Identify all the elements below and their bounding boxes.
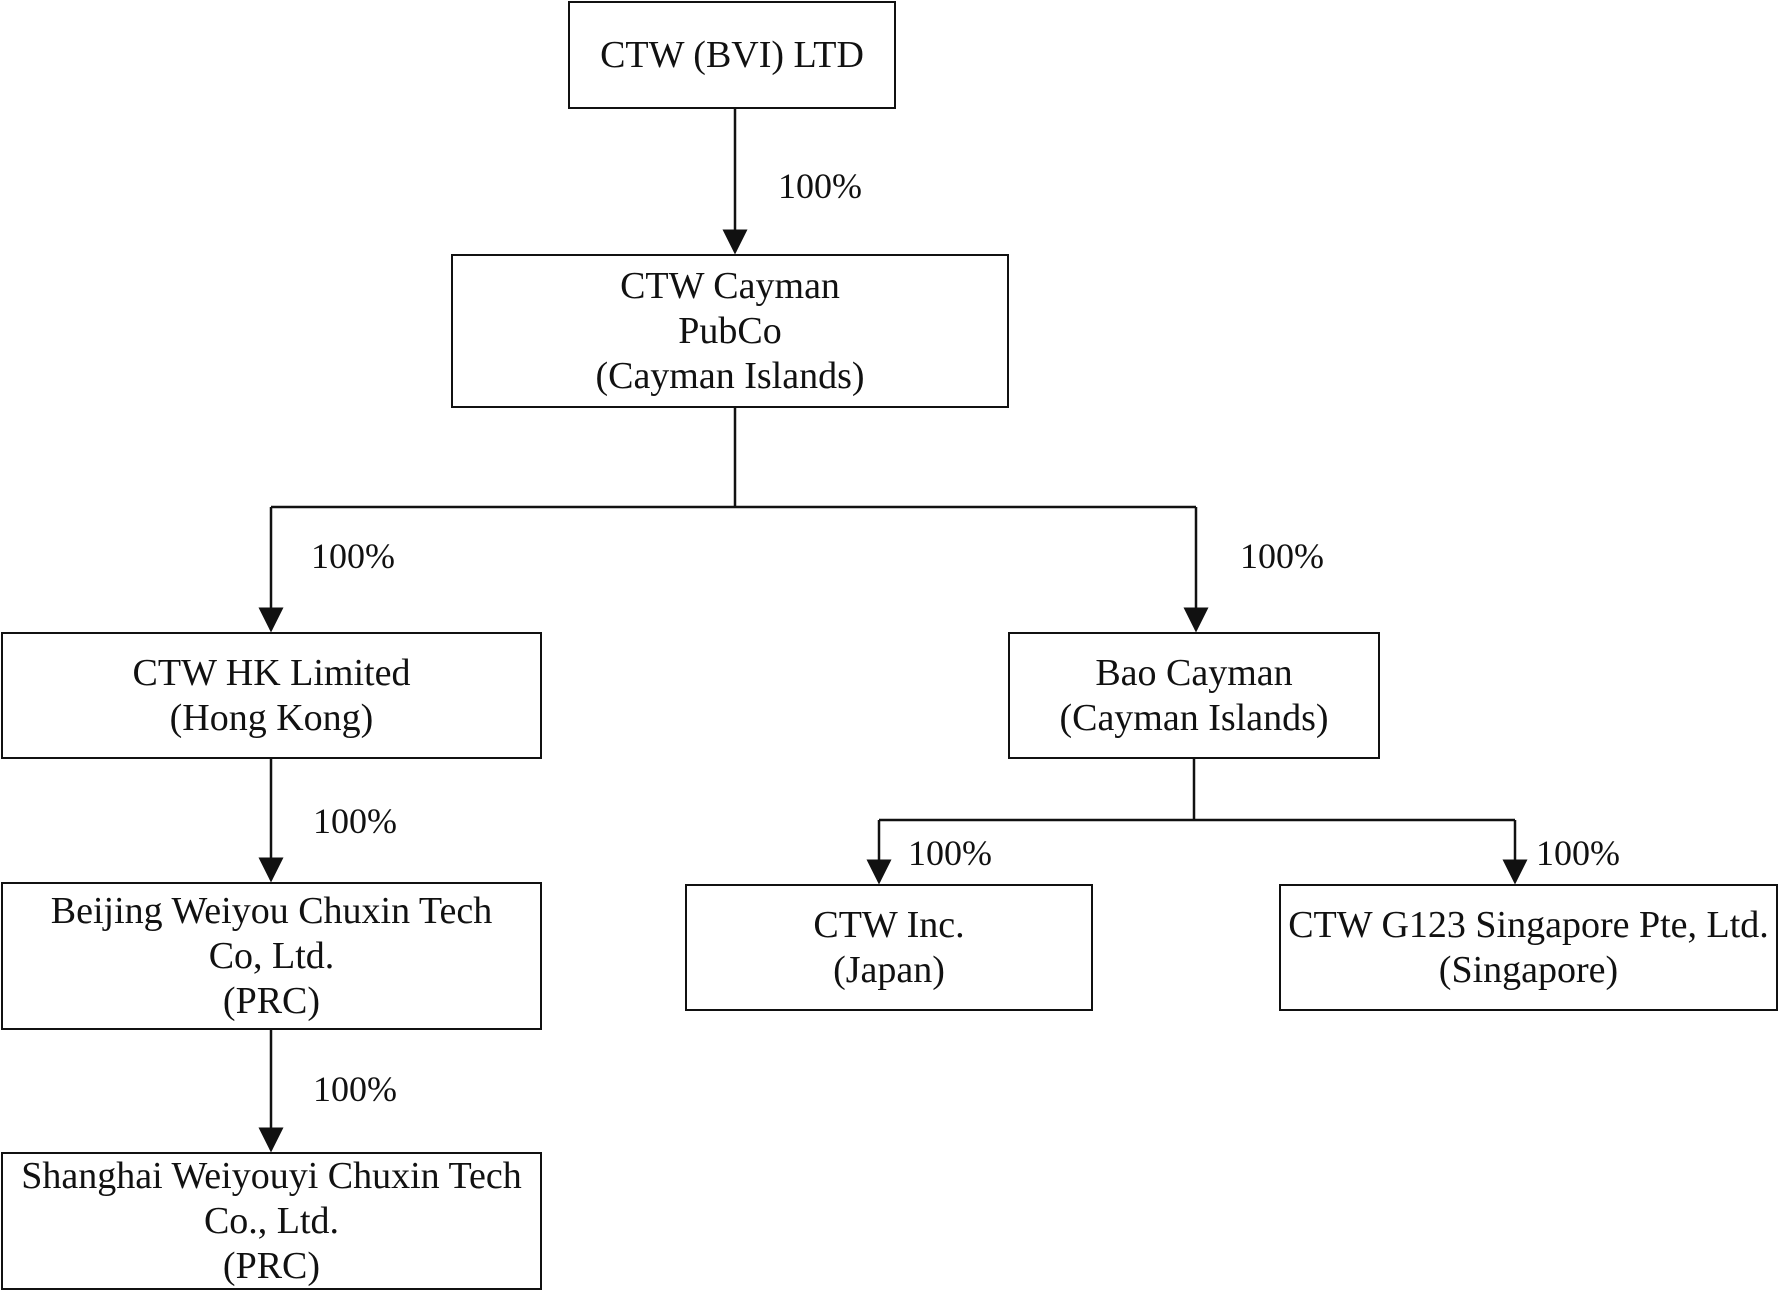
entity-name: CTW (BVI) LTD bbox=[600, 33, 864, 76]
entity-jurisdiction: (Cayman Islands) bbox=[1059, 696, 1329, 739]
entity-ctw-g123-singapore: CTW G123 Singapore Pte, Ltd. (Singapore) bbox=[1279, 884, 1778, 1011]
entity-name: Beijing Weiyou Chuxin Tech bbox=[50, 889, 493, 932]
entity-name: Bao Cayman bbox=[1095, 651, 1293, 694]
entity-beijing-weiyou: Beijing Weiyou Chuxin Tech Co, Ltd. (PRC… bbox=[1, 882, 542, 1030]
entity-name-cont: Co., Ltd. bbox=[203, 1199, 340, 1242]
ownership-label-beijing-shanghai: 100% bbox=[313, 1069, 397, 1109]
entity-jurisdiction: (PRC) bbox=[222, 979, 321, 1022]
entity-shanghai-weiyouyi: Shanghai Weiyouyi Chuxin Tech Co., Ltd. … bbox=[1, 1152, 542, 1290]
entity-jurisdiction: (Japan) bbox=[833, 948, 945, 991]
ownership-label-hk-beijing: 100% bbox=[313, 801, 397, 841]
entity-ctw-inc-japan: CTW Inc. (Japan) bbox=[685, 884, 1093, 1011]
entity-ctw-bvi: CTW (BVI) LTD bbox=[568, 1, 896, 109]
entity-jurisdiction: (Hong Kong) bbox=[169, 696, 374, 739]
entity-name-cont: Co, Ltd. bbox=[208, 934, 335, 977]
entity-name: CTW Inc. bbox=[813, 903, 965, 946]
entity-name: Shanghai Weiyouyi Chuxin Tech bbox=[21, 1154, 522, 1197]
ownership-label-bao-japan: 100% bbox=[908, 833, 992, 873]
entity-ctw-cayman-pubco: CTW Cayman PubCo (Cayman Islands) bbox=[451, 254, 1009, 408]
entity-name: CTW Cayman bbox=[620, 264, 840, 307]
ownership-label-bvi-pubco: 100% bbox=[778, 166, 862, 206]
entity-ctw-hk: CTW HK Limited (Hong Kong) bbox=[1, 632, 542, 759]
entity-jurisdiction: (PRC) bbox=[222, 1244, 321, 1287]
entity-jurisdiction: (Cayman Islands) bbox=[595, 354, 865, 397]
entity-jurisdiction: (Singapore) bbox=[1438, 948, 1619, 991]
ownership-label-bao-singapore: 100% bbox=[1536, 833, 1620, 873]
entity-name: CTW HK Limited bbox=[132, 651, 411, 694]
ownership-label-pubco-bao: 100% bbox=[1240, 536, 1324, 576]
ownership-label-pubco-hk: 100% bbox=[311, 536, 395, 576]
entity-name: CTW G123 Singapore Pte, Ltd. bbox=[1288, 903, 1769, 946]
entity-bao-cayman: Bao Cayman (Cayman Islands) bbox=[1008, 632, 1380, 759]
entity-name-cont: PubCo bbox=[678, 309, 782, 352]
